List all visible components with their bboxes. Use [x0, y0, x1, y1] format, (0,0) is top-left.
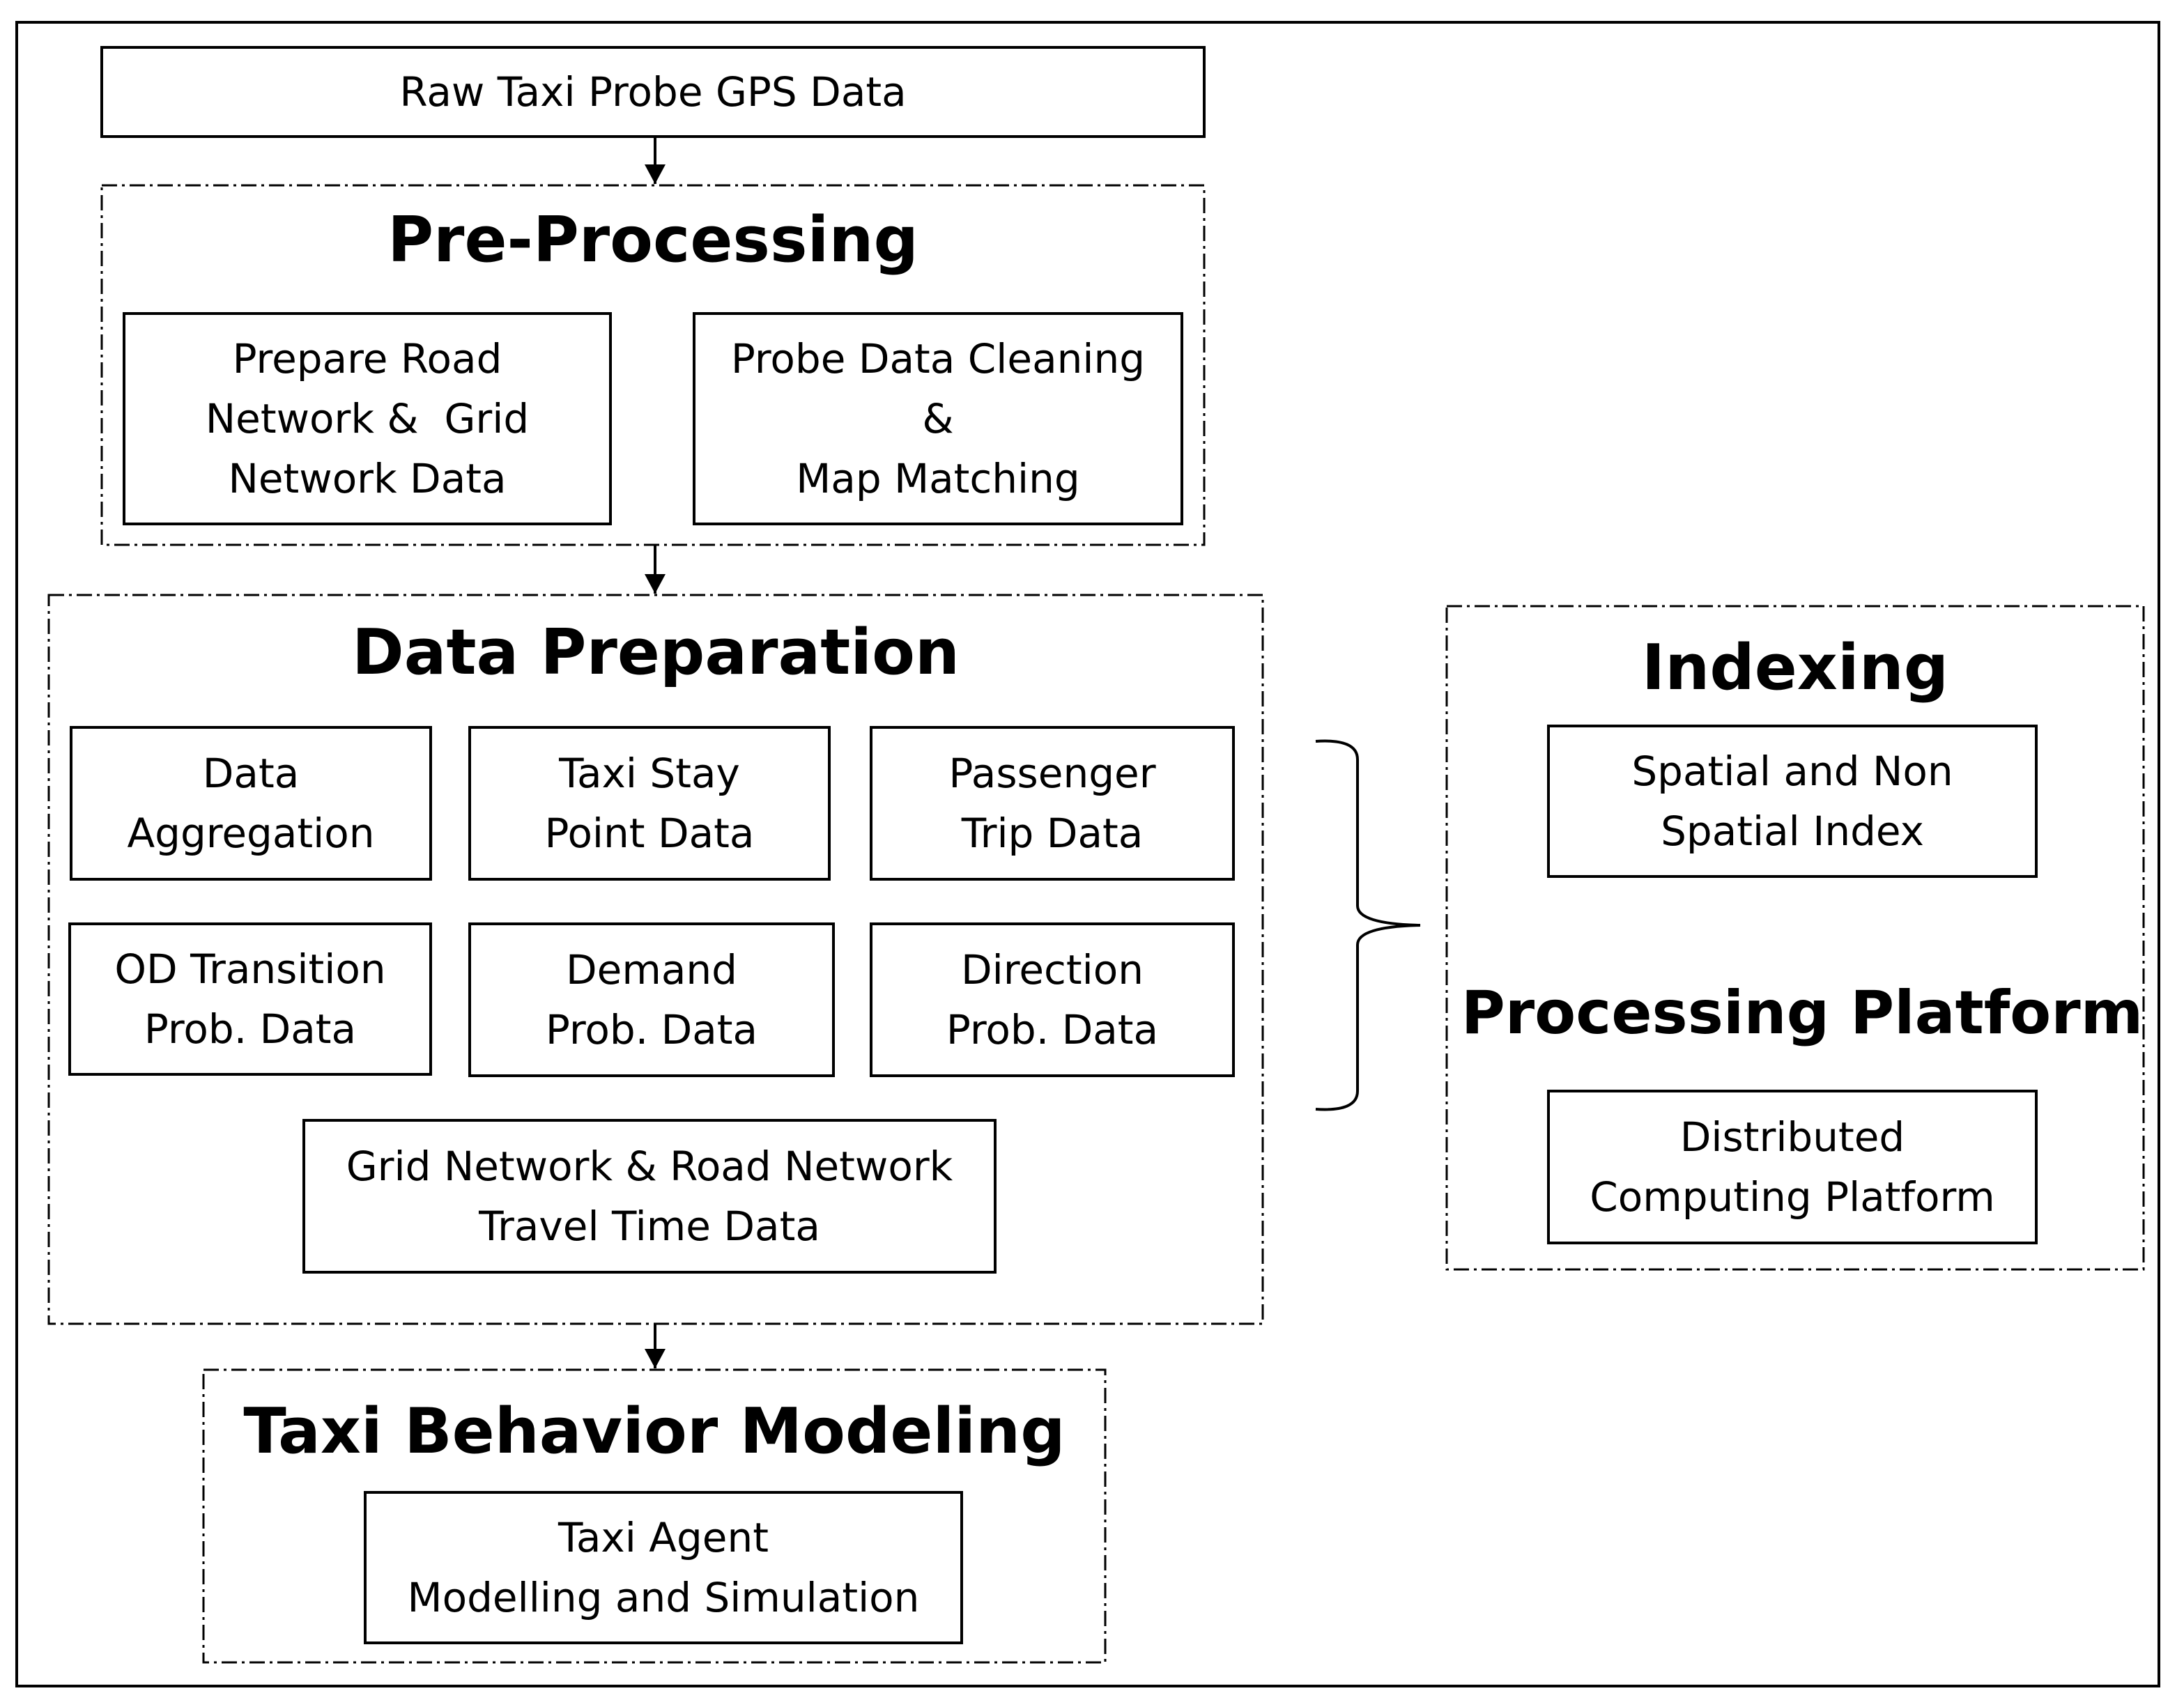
spatial-index-box: Spatial and Non Spatial Index: [1547, 725, 2038, 878]
probe-data-cleaning-line: &: [922, 395, 954, 442]
prepare-road-network-line: Prepare Road: [232, 335, 502, 382]
prepare-road-network-box: Prepare Road Network & Grid Network Data: [123, 312, 612, 525]
travel-time-line: Travel Time Data: [479, 1203, 820, 1250]
direction-prob-box: Direction Prob. Data: [870, 922, 1235, 1077]
indexing-title: Indexing: [1641, 631, 1949, 704]
raw-gps-data-box: Raw Taxi Probe GPS Data: [100, 46, 1206, 138]
taxi-stay-point-box: Taxi Stay Point Data: [468, 726, 831, 881]
behavior-modeling-container: [202, 1368, 1107, 1664]
prepare-road-network-line: Network & Grid: [205, 395, 530, 442]
taxi-agent-line: Modelling and Simulation: [407, 1574, 920, 1621]
probe-data-cleaning-line: Map Matching: [796, 455, 1080, 502]
indexing-platform-container: [1445, 605, 2145, 1271]
passenger-trip-line: Trip Data: [961, 810, 1144, 857]
passenger-trip-box: Passenger Trip Data: [870, 726, 1235, 881]
taxi-agent-box: Taxi Agent Modelling and Simulation: [364, 1491, 963, 1644]
travel-time-box: Grid Network & Road Network Travel Time …: [302, 1119, 997, 1274]
behavior-modeling-title: Taxi Behavior Modeling: [243, 1395, 1066, 1468]
direction-prob-line: Direction: [960, 946, 1144, 994]
data-aggregation-box: Data Aggregation: [70, 726, 432, 881]
passenger-trip-line: Passenger: [948, 750, 1156, 797]
probe-data-cleaning-box: Probe Data Cleaning & Map Matching: [693, 312, 1183, 525]
od-transition-box: OD Transition Prob. Data: [68, 922, 432, 1076]
prepare-road-network-line: Network Data: [228, 455, 507, 502]
od-transition-line: OD Transition: [114, 945, 386, 993]
distributed-computing-line: Distributed: [1679, 1113, 1905, 1161]
distributed-computing-box: Distributed Computing Platform: [1547, 1090, 2038, 1244]
demand-prob-line: Demand: [566, 946, 737, 994]
demand-prob-line: Prob. Data: [545, 1006, 758, 1053]
raw-gps-data-label: Raw Taxi Probe GPS Data: [399, 68, 907, 116]
demand-prob-box: Demand Prob. Data: [468, 922, 835, 1077]
preprocessing-container: [100, 184, 1206, 546]
travel-time-line: Grid Network & Road Network: [346, 1143, 953, 1190]
diagram-frame: [15, 21, 2160, 1687]
od-transition-line: Prob. Data: [144, 1005, 357, 1053]
preprocessing-title: Pre-Processing: [387, 203, 918, 277]
taxi-agent-line: Taxi Agent: [558, 1514, 769, 1561]
spatial-index-line: Spatial Index: [1661, 808, 1924, 855]
probe-data-cleaning-line: Probe Data Cleaning: [730, 335, 1146, 382]
data-aggregation-line: Aggregation: [127, 810, 375, 857]
processing-platform-title: Processing Platform: [1461, 978, 2144, 1048]
spatial-index-line: Spatial and Non: [1631, 748, 1953, 795]
data-aggregation-line: Data: [202, 750, 300, 797]
curly-brace: [1315, 739, 1421, 1111]
taxi-stay-point-line: Taxi Stay: [559, 750, 740, 797]
data-preparation-title: Data Preparation: [352, 616, 960, 689]
distributed-computing-line: Computing Platform: [1590, 1173, 1995, 1221]
direction-prob-line: Prob. Data: [946, 1006, 1159, 1053]
taxi-stay-point-line: Point Data: [544, 810, 755, 857]
